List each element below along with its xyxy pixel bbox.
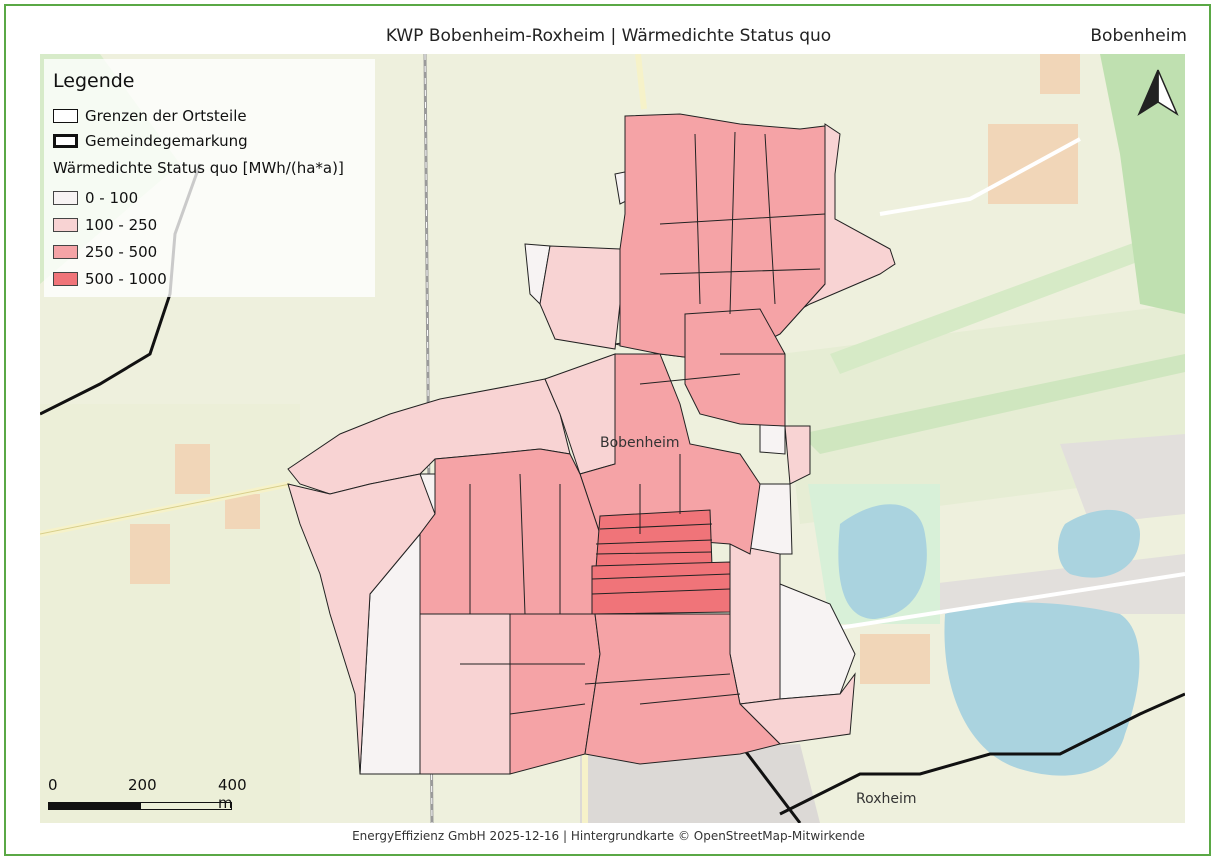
- forest-area: [1100, 54, 1185, 314]
- legend-row-class-0: 0 - 100: [53, 188, 138, 208]
- heat-block-class-1: [784, 425, 811, 485]
- legend-label: 500 - 1000: [85, 270, 167, 288]
- heat-block-class-2: [584, 613, 781, 765]
- legend-swatch-ortsteile: [53, 109, 78, 123]
- map-legend: Legende Grenzen der Ortsteile Gemeindege…: [44, 59, 375, 297]
- heat-block-class-1: [287, 473, 436, 775]
- lake-northeast: [1058, 509, 1140, 578]
- heat-block-class-2: [419, 448, 601, 615]
- road-north: [635, 54, 647, 110]
- north-arrow-icon: [1137, 68, 1179, 118]
- legend-title: Legende: [53, 70, 135, 92]
- map-label-roxheim: Roxheim: [856, 791, 917, 807]
- legend-label: Gemeindegemarkung: [85, 132, 248, 150]
- legend-row-gemarkung: Gemeindegemarkung: [53, 131, 248, 151]
- road-west-outline: [40, 483, 291, 535]
- heat-block-class-2: [579, 353, 761, 555]
- green-strip: [800, 354, 1185, 454]
- heat-block-class-0: [759, 423, 786, 455]
- legend-row-class-2: 250 - 500: [53, 242, 157, 262]
- road-east: [799, 572, 1185, 636]
- road-northeast: [879, 137, 1081, 216]
- place-name: Bobenheim: [1090, 26, 1187, 46]
- scale-bar-line: [48, 802, 232, 810]
- orange-area: [1040, 54, 1080, 94]
- orange-area: [860, 634, 930, 684]
- legend-swatch-class-1: [53, 218, 78, 232]
- map-footer-credits: EnergyEffizienz GmbH 2025-12-16 | Hinter…: [352, 829, 865, 843]
- legend-swatch-gemarkung: [53, 134, 78, 148]
- legend-swatch-class-0: [53, 191, 78, 205]
- scale-label-200: 200: [128, 776, 157, 794]
- district-internal-lines: [460, 131, 826, 715]
- legend-row-class-3: 500 - 1000: [53, 269, 167, 289]
- farmland-field: [40, 404, 300, 823]
- scale-bar: 0 200 400 m: [48, 776, 248, 816]
- orange-area: [225, 494, 260, 529]
- legend-row-class-1: 100 - 250: [53, 215, 157, 235]
- green-strip: [830, 224, 1185, 374]
- lake-east: [838, 504, 927, 619]
- legend-heading-heat: Wärmedichte Status quo [MWh/(ha*a)]: [53, 159, 344, 177]
- legend-label: 250 - 500: [85, 243, 158, 261]
- built-up-area: [1060, 434, 1185, 524]
- municipality-boundary-east: [779, 692, 1185, 816]
- scale-bar-fill: [49, 803, 141, 809]
- heat-block-class-2: [684, 308, 786, 427]
- orange-area: [130, 524, 170, 584]
- map-title: KWP Bobenheim-Roxheim | Wärmedichte Stat…: [385, 26, 832, 46]
- orange-area: [175, 444, 210, 494]
- heat-block-class-1: [419, 613, 511, 775]
- map-svg: Bobenheim Roxheim: [40, 54, 1185, 823]
- legend-row-ortsteile: Grenzen der Ortsteile: [53, 106, 247, 126]
- heat-block-class-1: [729, 543, 781, 705]
- lake-south: [944, 602, 1140, 776]
- scale-label-0: 0: [48, 776, 58, 794]
- scale-label-400: 400 m: [218, 776, 247, 812]
- legend-swatch-class-3: [53, 272, 78, 286]
- legend-label: Grenzen der Ortsteile: [85, 107, 247, 125]
- legend-swatch-class-2: [53, 245, 78, 259]
- heat-block-class-3: [591, 561, 731, 615]
- legend-label: 100 - 250: [85, 216, 158, 234]
- map-label-bobenheim: Bobenheim: [600, 435, 680, 451]
- district-internal-lines-core: [591, 523, 731, 595]
- heat-block-class-3: [595, 509, 713, 569]
- legend-label: 0 - 100: [85, 189, 139, 207]
